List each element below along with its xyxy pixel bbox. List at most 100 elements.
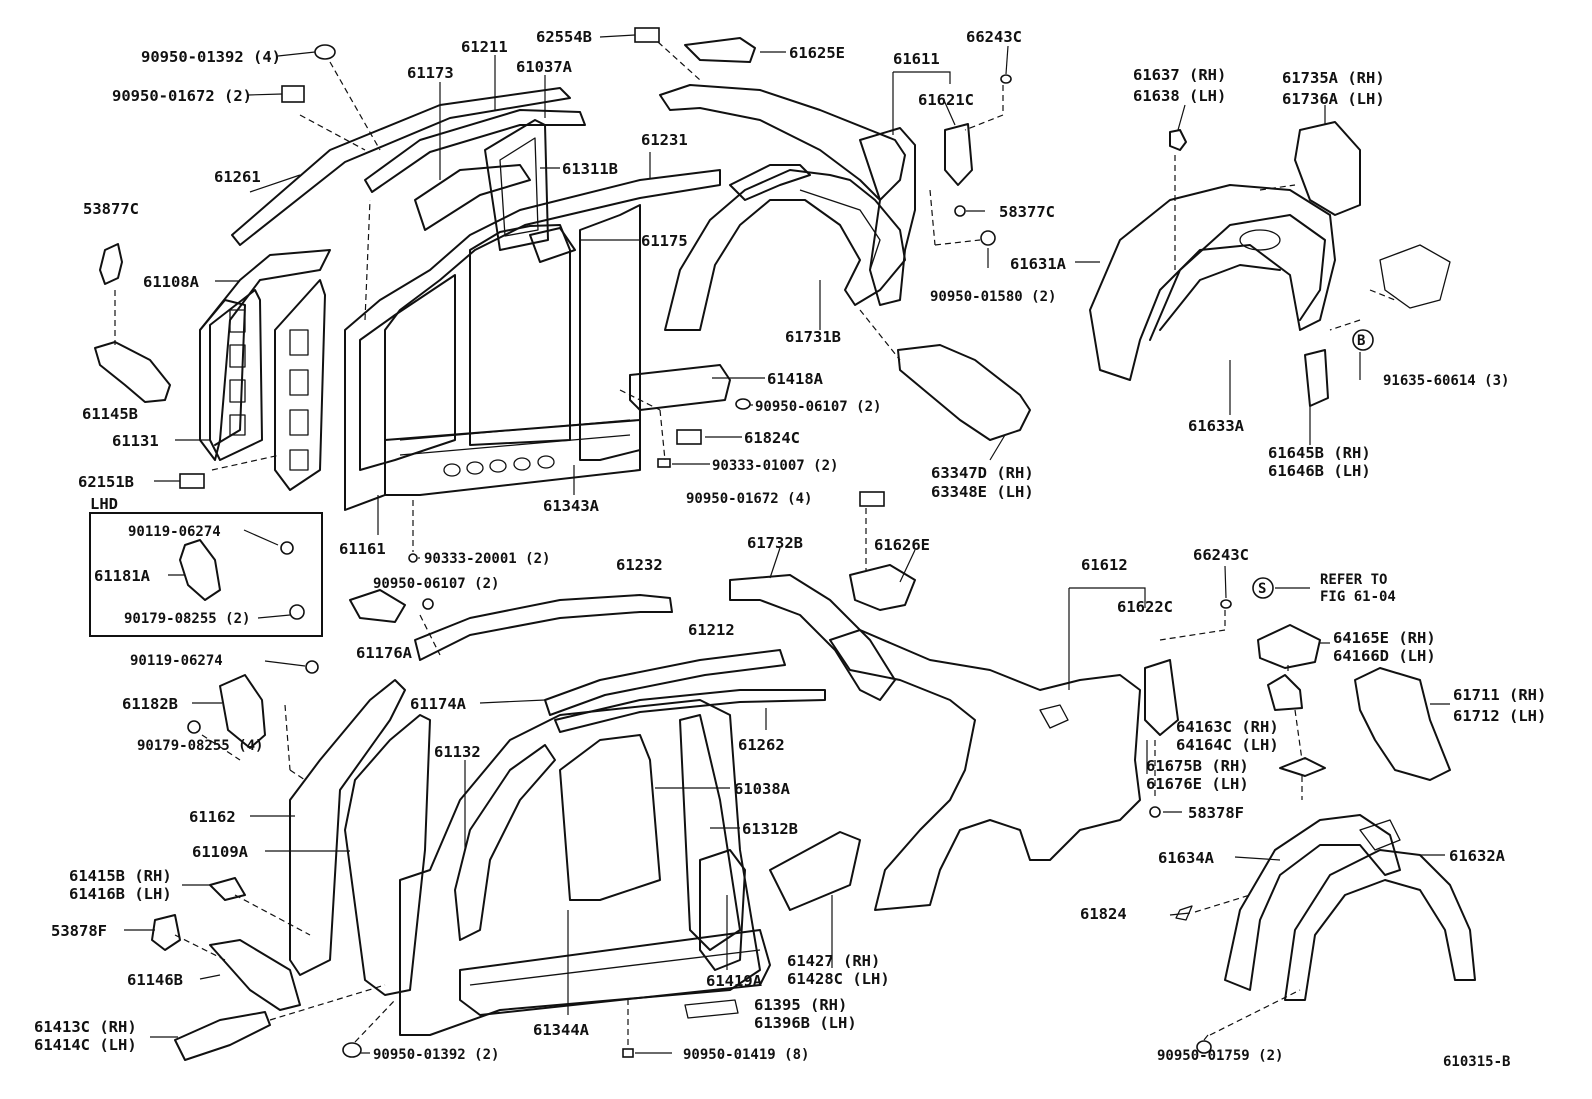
label-61621C: 61621C — [918, 91, 974, 109]
label-61176A: 61176A — [356, 644, 413, 662]
label-61625E: 61625E — [789, 44, 845, 62]
label-61161: 61161 — [339, 540, 386, 558]
leader-lines — [124, 34, 1450, 1054]
label-61182B: 61182B — [122, 695, 178, 713]
callout-mark-b: B — [1357, 333, 1365, 349]
label-61146B: 61146B — [127, 971, 183, 989]
label-61038A: 61038A — [734, 780, 791, 798]
label-61344A: 61344A — [533, 1021, 590, 1039]
label-64164C: 64164C (LH) — [1176, 736, 1279, 754]
label-64165E: 64165E (RH) — [1333, 629, 1436, 647]
label-61824: 61824 — [1080, 905, 1127, 923]
label-90333-20001: 90333-20001 (2) — [424, 551, 550, 567]
label-61428C: 61428C (LH) — [787, 970, 890, 988]
label-61312B: 61312B — [742, 820, 798, 838]
label-61231: 61231 — [641, 131, 688, 149]
label-63348E: 63348E (LH) — [931, 483, 1034, 501]
label-61735A: 61735A (RH) — [1282, 69, 1385, 87]
label-refer-to: REFER TO — [1320, 572, 1387, 588]
label-61612: 61612 — [1081, 556, 1128, 574]
label-64166D: 64166D (LH) — [1333, 647, 1436, 665]
label-61637: 61637 (RH) — [1133, 66, 1226, 84]
label-61311B: 61311B — [562, 160, 618, 178]
label-90950-01580: 90950-01580 (2) — [930, 289, 1056, 305]
dashed-assembly-lines — [114, 41, 1396, 1045]
label-61646B: 61646B (LH) — [1268, 462, 1371, 480]
label-figure-code: 610315-B — [1443, 1054, 1510, 1070]
label-90950-01392-2: 90950-01392 (2) — [373, 1047, 499, 1063]
label-90119-06274-box: 90119-06274 — [128, 524, 221, 540]
label-61175: 61175 — [641, 232, 688, 250]
label-90179-08255-box: 90179-08255 (2) — [124, 611, 250, 627]
label-90950-01392-4: 90950-01392 (4) — [141, 48, 281, 66]
label-61731B: 61731B — [785, 328, 841, 346]
upper-left-body-side — [199, 84, 916, 511]
label-61675B: 61675B (RH) — [1146, 757, 1249, 775]
label-61232: 61232 — [616, 556, 663, 574]
label-61261: 61261 — [214, 168, 261, 186]
label-61711: 61711 (RH) — [1453, 686, 1546, 704]
label-64163C: 64163C (RH) — [1176, 718, 1279, 736]
label-61262: 61262 — [738, 736, 785, 754]
label-61634A: 61634A — [1158, 849, 1215, 867]
label-61626E: 61626E — [874, 536, 930, 554]
part-labels: 90950-01392 (4) 90950-01672 (2) 61211 62… — [34, 28, 1546, 1070]
label-61736A: 61736A (LH) — [1282, 90, 1385, 108]
label-58378F: 58378F — [1188, 804, 1244, 822]
label-66243C-top: 66243C — [966, 28, 1022, 46]
label-61415B: 61415B (RH) — [69, 867, 172, 885]
label-61396B: 61396B (LH) — [754, 1014, 857, 1032]
label-61181A: 61181A — [94, 567, 151, 585]
label-61413C: 61413C (RH) — [34, 1018, 137, 1036]
label-61162: 61162 — [189, 808, 236, 826]
label-61395: 61395 (RH) — [754, 996, 847, 1014]
label-61633A: 61633A — [1188, 417, 1245, 435]
label-61414C: 61414C (LH) — [34, 1036, 137, 1054]
label-61419A: 61419A — [706, 972, 763, 990]
label-61611: 61611 — [893, 50, 940, 68]
label-61132: 61132 — [434, 743, 481, 761]
label-61622C: 61622C — [1117, 598, 1173, 616]
label-90950-01672-4: 90950-01672 (4) — [686, 491, 812, 507]
label-90950-01759: 90950-01759 (2) — [1157, 1048, 1283, 1064]
label-61212: 61212 — [688, 621, 735, 639]
label-90119-06274: 90119-06274 — [130, 653, 223, 669]
label-fig-61-04: FIG 61-04 — [1320, 589, 1396, 605]
label-62554B: 62554B — [536, 28, 592, 46]
label-53877C: 53877C — [83, 200, 139, 218]
label-90179-08255-4: 90179-08255 (4) — [137, 738, 263, 754]
label-62151B: 62151B — [78, 473, 134, 491]
label-61109A: 61109A — [192, 843, 249, 861]
label-61645B: 61645B (RH) — [1268, 444, 1371, 462]
label-lhd: LHD — [90, 495, 118, 513]
callout-mark-s: S — [1258, 581, 1266, 597]
label-61174A: 61174A — [410, 695, 467, 713]
label-90950-06107-mid: 90950-06107 (2) — [373, 576, 499, 592]
label-61712: 61712 (LH) — [1453, 707, 1546, 725]
label-61131: 61131 — [112, 432, 159, 450]
label-53878F: 53878F — [51, 922, 107, 940]
label-61145B: 61145B — [82, 405, 138, 423]
label-90950-06107-top: 90950-06107 (2) — [755, 399, 881, 415]
label-61631A: 61631A — [1010, 255, 1067, 273]
upper-right-wheelhouse — [1089, 121, 1451, 407]
label-91635-60614: 91635-60614 (3) — [1383, 373, 1509, 389]
label-90950-01672-2: 90950-01672 (2) — [112, 87, 252, 105]
label-61732B: 61732B — [747, 534, 803, 552]
label-58377C: 58377C — [999, 203, 1055, 221]
lhd-box — [89, 512, 323, 637]
left-small-parts — [94, 27, 1031, 563]
label-63347D: 63347D (RH) — [931, 464, 1034, 482]
lower-left-body-side — [151, 491, 1476, 1061]
label-61418A: 61418A — [767, 370, 824, 388]
label-90333-01007: 90333-01007 (2) — [712, 458, 838, 474]
label-61108A: 61108A — [143, 273, 200, 291]
label-61211: 61211 — [461, 38, 508, 56]
label-61638: 61638 (LH) — [1133, 87, 1226, 105]
label-61676E: 61676E (LH) — [1146, 775, 1249, 793]
label-61632A: 61632A — [1449, 847, 1506, 865]
label-61824C: 61824C — [744, 429, 800, 447]
label-90950-01419: 90950-01419 (8) — [683, 1047, 809, 1063]
label-66243C-bottom: 66243C — [1193, 546, 1249, 564]
